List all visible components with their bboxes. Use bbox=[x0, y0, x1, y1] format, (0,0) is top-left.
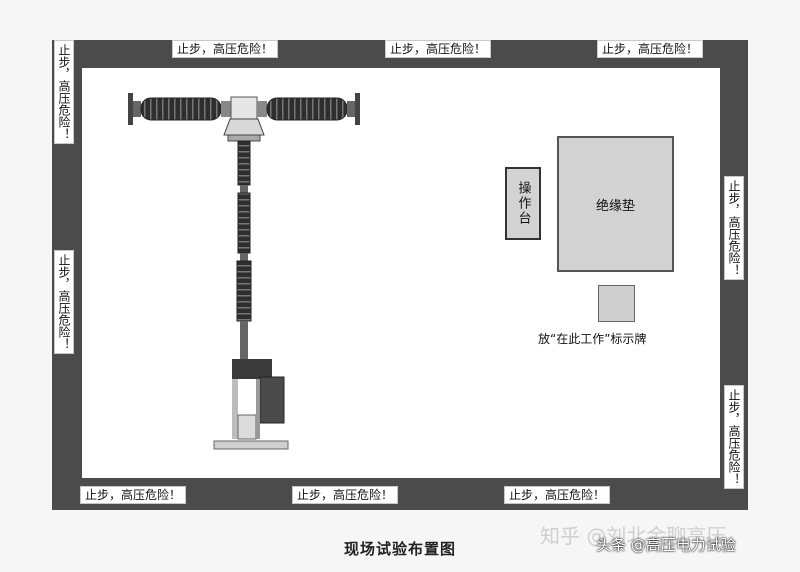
insulating-mat-label: 绝缘垫 bbox=[595, 198, 635, 214]
warning-sign-top-2: 止步，高压危险！ bbox=[385, 40, 492, 58]
operating-table-label: 操作台 bbox=[515, 181, 531, 226]
warning-sign-bottom-1: 止步，高压危险！ bbox=[80, 486, 187, 504]
insulating-mat: 绝缘垫 bbox=[557, 136, 674, 272]
operating-table: 操作台 bbox=[505, 167, 541, 240]
warning-sign-bottom-2: 止步，高压危险！ bbox=[292, 486, 399, 504]
warning-sign-left-1: 止步，高压危险！ bbox=[54, 40, 74, 144]
warning-sign-top-3: 止步，高压危险！ bbox=[597, 40, 704, 58]
work-here-sign bbox=[598, 285, 635, 322]
warning-sign-right-2: 止步，高压危险！ bbox=[724, 385, 744, 489]
diagram-caption: 现场试验布置图 bbox=[343, 540, 456, 558]
watermark-toutiao: 头条 @高压电力试验 bbox=[596, 536, 736, 554]
warning-sign-bottom-3: 止步，高压危险！ bbox=[504, 486, 611, 504]
warning-sign-right-1: 止步，高压危险！ bbox=[724, 176, 744, 280]
warning-sign-top-1: 止步，高压危险！ bbox=[172, 40, 279, 58]
disconnect-switch-drawing bbox=[128, 93, 360, 450]
watermark-zhihu: 知乎 @刘北金聊高压 bbox=[540, 524, 727, 548]
warning-sign-left-2: 止步，高压危险！ bbox=[54, 250, 74, 354]
work-here-sign-label: 放“在此工作”标示牌 bbox=[538, 332, 647, 346]
